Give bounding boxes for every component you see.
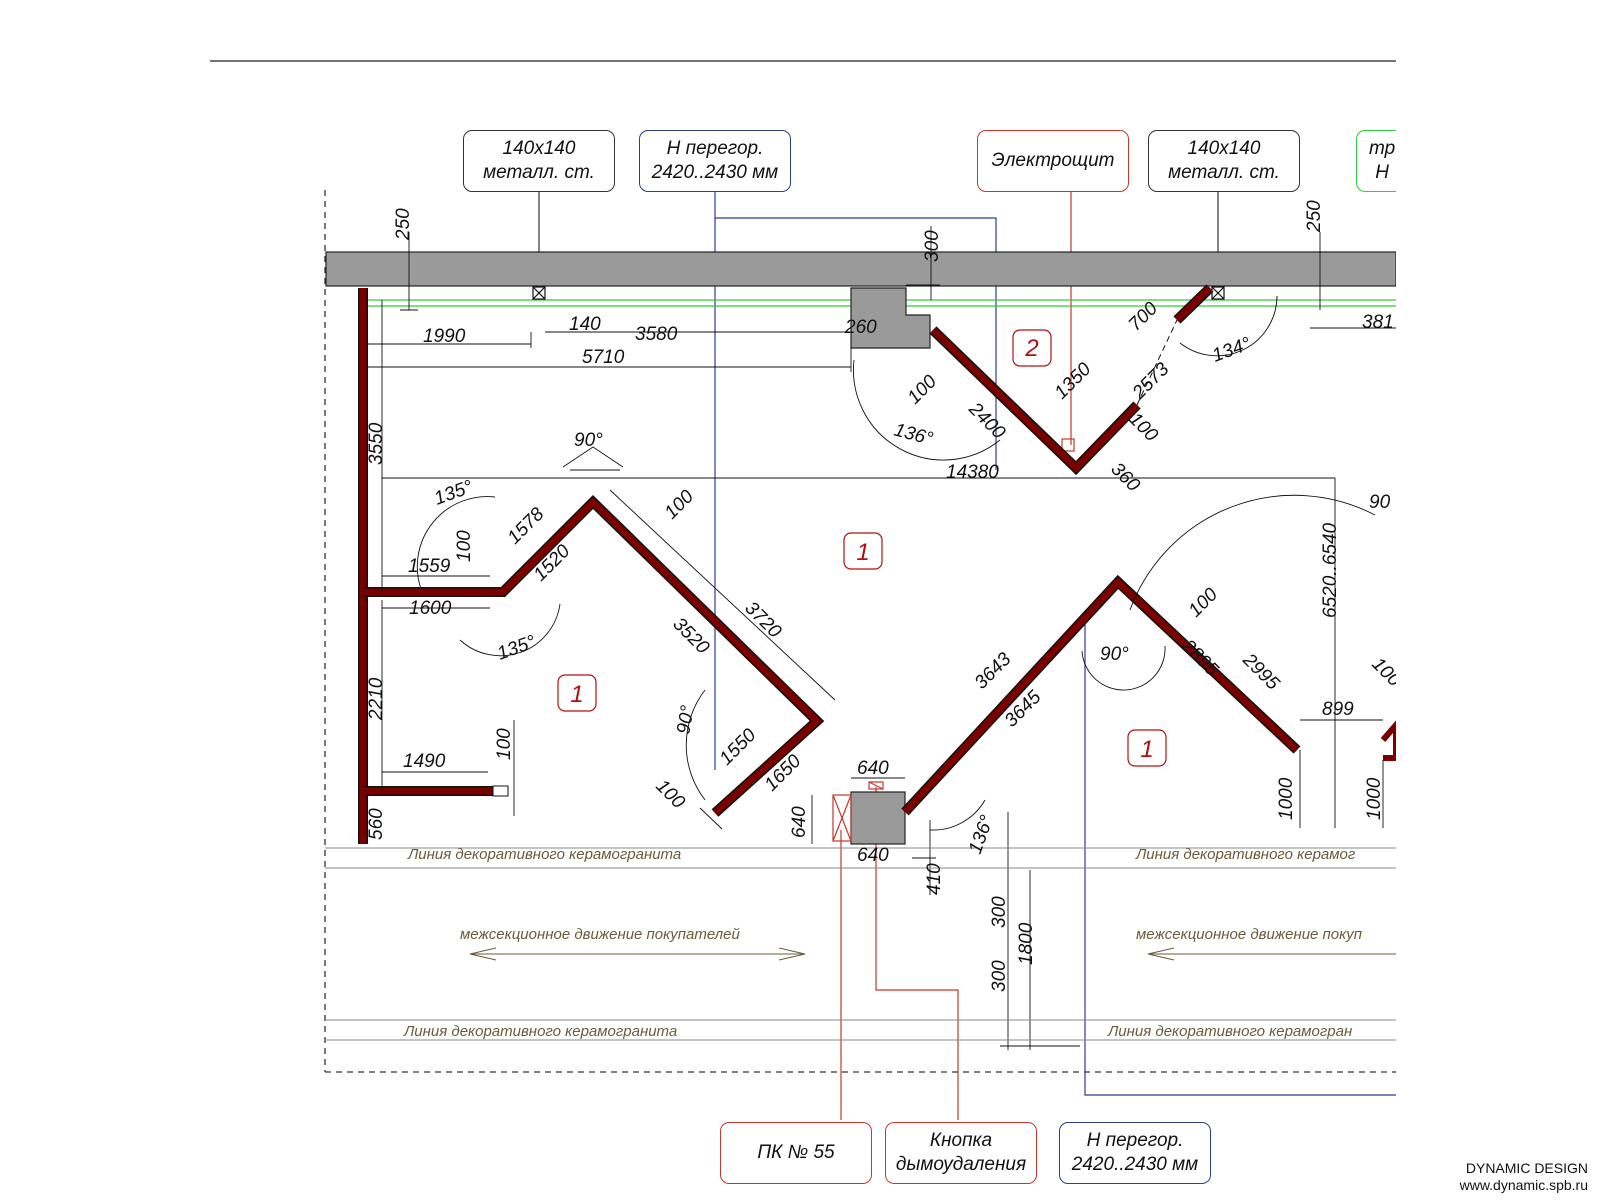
zone-label-1c: 1 (1140, 736, 1153, 763)
dim-label: 1350 (1051, 358, 1096, 403)
panel-marker (1061, 438, 1075, 452)
dim-label: 100 (454, 530, 475, 562)
dim-label: 90° (1100, 644, 1129, 665)
callout-column-right: 140х140 металл. ст. (1148, 130, 1300, 192)
column-marker-left (532, 286, 546, 300)
dim-label: 1650 (761, 750, 806, 795)
fire-hose-cabinet-symbol (832, 794, 852, 842)
zone-label-2: 2 (1024, 335, 1038, 362)
zone-badges (557, 329, 1167, 767)
dim-label: 1990 (423, 326, 466, 347)
dim-label: 640 (857, 845, 889, 866)
dimension-lines (368, 226, 1396, 1050)
callout-smoke-exhaust-button: Кнопка дымоудаления (885, 1122, 1037, 1184)
deco-line-label-right-2: Линия декоративного керамогран (1107, 1023, 1352, 1040)
zone-label-1b: 1 (570, 681, 583, 708)
dim-label: 899 (1322, 699, 1354, 720)
page-margin-right (1396, 0, 1600, 1120)
dim-label: 3550 (366, 422, 387, 465)
dim-label: 2210 (366, 677, 387, 721)
plan-boundary (324, 190, 1396, 1073)
dim-label: 360 (1106, 459, 1144, 497)
dim-label: 3520 (668, 614, 713, 659)
dim-label: 100 (494, 728, 515, 760)
dim-label: 6520..6540 (1320, 522, 1341, 618)
traffic-arrow-left (469, 947, 806, 961)
dim-label: 1520 (530, 540, 575, 585)
dim-label: 14380 (946, 462, 999, 483)
dim-label: 90 (1369, 492, 1391, 513)
dim-label: 1559 (408, 556, 451, 577)
dim-label: 1800 (1016, 922, 1037, 965)
dim-label: 90° (574, 430, 603, 451)
dim-label: 100 (904, 371, 942, 409)
dim-label: 100 (651, 776, 689, 814)
dim-label: 136° (892, 420, 936, 451)
brand-url: www.dynamic.spb.ru (1459, 1177, 1588, 1193)
dim-label: 5710 (582, 347, 625, 368)
deco-line-label-left-2: Линия декоративного керамогранита (403, 1023, 677, 1040)
dim-label: 100 (661, 486, 699, 524)
callout-fire-hose-cabinet: ПК № 55 (720, 1122, 872, 1184)
dim-label: 3720 (740, 598, 785, 643)
callout-column-left: 140х140 металл. ст. (463, 130, 615, 192)
dim-label: 260 (844, 317, 877, 338)
dim-label: 300 (922, 230, 943, 262)
dim-label: 410 (924, 863, 945, 895)
dim-label: 250 (393, 208, 414, 241)
dim-label: 1550 (716, 724, 761, 769)
dim-label: 2995 (1238, 649, 1284, 695)
dim-label: 1600 (409, 598, 452, 619)
dim-label: 640 (857, 758, 889, 779)
dim-label: 300 (989, 960, 1010, 992)
dim-label: 560 (366, 808, 387, 840)
callout-partition-height-top: Н перегор. 2420..2430 мм (639, 130, 791, 192)
dim-label: 2573 (1128, 358, 1174, 404)
deco-lines (325, 847, 1396, 1041)
dim-label: 90° (673, 704, 699, 736)
traffic-label-right: межсекционное движение покуп (1136, 926, 1362, 943)
dim-label: 1578 (504, 503, 549, 548)
dim-label: 136° (965, 812, 998, 856)
dim-label: 1000 (1364, 777, 1385, 820)
deco-line-label-right-1: Линия декоративного керамог (1135, 846, 1356, 863)
zone-label-1a: 1 (856, 539, 869, 566)
callout-partition-height-bottom: Н перегор. 2420..2430 мм (1059, 1122, 1211, 1184)
brand-name: DYNAMIC DESIGN (1465, 1160, 1588, 1176)
dim-label: 2400 (964, 398, 1010, 444)
dim-label: 3580 (635, 324, 678, 345)
dim-label: 250 (1304, 200, 1325, 233)
dim-label: 3643 (971, 648, 1016, 693)
dim-label: 3645 (1001, 686, 1046, 731)
deco-line-label-left-1: Линия декоративного керамогранита (407, 846, 681, 863)
dim-label: 640 (789, 806, 810, 838)
dim-label: 100 (1185, 584, 1223, 622)
partitions (358, 284, 1399, 844)
dim-label: 1490 (403, 751, 446, 772)
dim-label: 134° (1210, 333, 1254, 366)
dim-label: 140 (569, 314, 601, 335)
dim-label: 381 (1362, 312, 1394, 333)
brand-block: DYNAMIC DESIGN www.dynamic.spb.ru (1460, 1160, 1588, 1194)
dim-label: 300 (989, 896, 1010, 928)
dim-label: 700 (1125, 298, 1163, 336)
main-wall (325, 251, 1397, 287)
shaft-block-bottom (850, 791, 906, 845)
column-marker-right (1211, 286, 1225, 300)
dim-label: 135° (495, 631, 539, 664)
callout-electrical-panel: Электрощит (977, 130, 1129, 192)
traffic-arrow-right (1147, 947, 1396, 961)
traffic-label-left: межсекционное движение покупателей (460, 926, 740, 943)
dim-label: 1000 (1276, 777, 1297, 820)
smoke-button-symbol (868, 781, 884, 790)
